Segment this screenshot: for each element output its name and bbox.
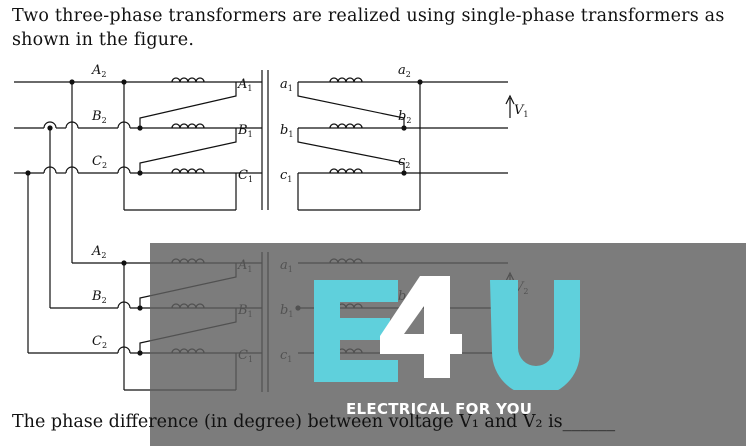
- terminal-label: A2: [91, 63, 106, 79]
- junction-dot: [417, 79, 423, 85]
- terminal-label: C2: [92, 154, 107, 170]
- junction-dot: [401, 125, 407, 131]
- terminal-label: c2: [398, 154, 410, 170]
- junction-dot: [121, 260, 127, 266]
- junction-dot: [121, 79, 127, 85]
- junction-dot: [69, 79, 75, 85]
- terminal-label: A1: [237, 77, 252, 93]
- junction-dot: [401, 170, 407, 176]
- junction-dot: [137, 170, 143, 176]
- question-prompt: The phase difference (in degree) between…: [12, 410, 615, 434]
- question-intro: Two three-phase transformers are realize…: [12, 6, 725, 50]
- terminal-label: B2: [91, 109, 107, 125]
- junction-dot: [47, 125, 53, 131]
- wire-crossover: [139, 82, 237, 128]
- wire-crossover: [139, 128, 237, 173]
- terminal-label: a1: [280, 77, 293, 93]
- terminal-label: c1: [280, 168, 292, 184]
- junction-dot: [25, 170, 31, 176]
- junction-dot: [137, 125, 143, 131]
- terminal-label: C2: [92, 334, 107, 350]
- terminal-label: b2: [398, 109, 411, 125]
- terminal-label: B1: [237, 123, 253, 139]
- e4u-logo: [314, 276, 580, 390]
- terminal-label: B2: [91, 289, 107, 305]
- watermark-caption: ELECTRICAL FOR YOU: [346, 400, 533, 418]
- question-prompt-text: The phase difference (in degree) between…: [12, 412, 616, 432]
- wire-crossover: [297, 128, 405, 173]
- terminal-label: A2: [91, 244, 106, 260]
- terminal-label: C1: [238, 168, 253, 184]
- voltage-label-v1: V1: [514, 103, 528, 119]
- terminal-label: a2: [398, 63, 411, 79]
- wire-crossover: [297, 82, 405, 128]
- wire-crossover: [43, 121, 57, 129]
- voltage-arrowhead: [505, 94, 515, 105]
- junction-dot: [137, 305, 143, 311]
- terminal-label: b1: [280, 123, 293, 139]
- junction-dot: [137, 350, 143, 356]
